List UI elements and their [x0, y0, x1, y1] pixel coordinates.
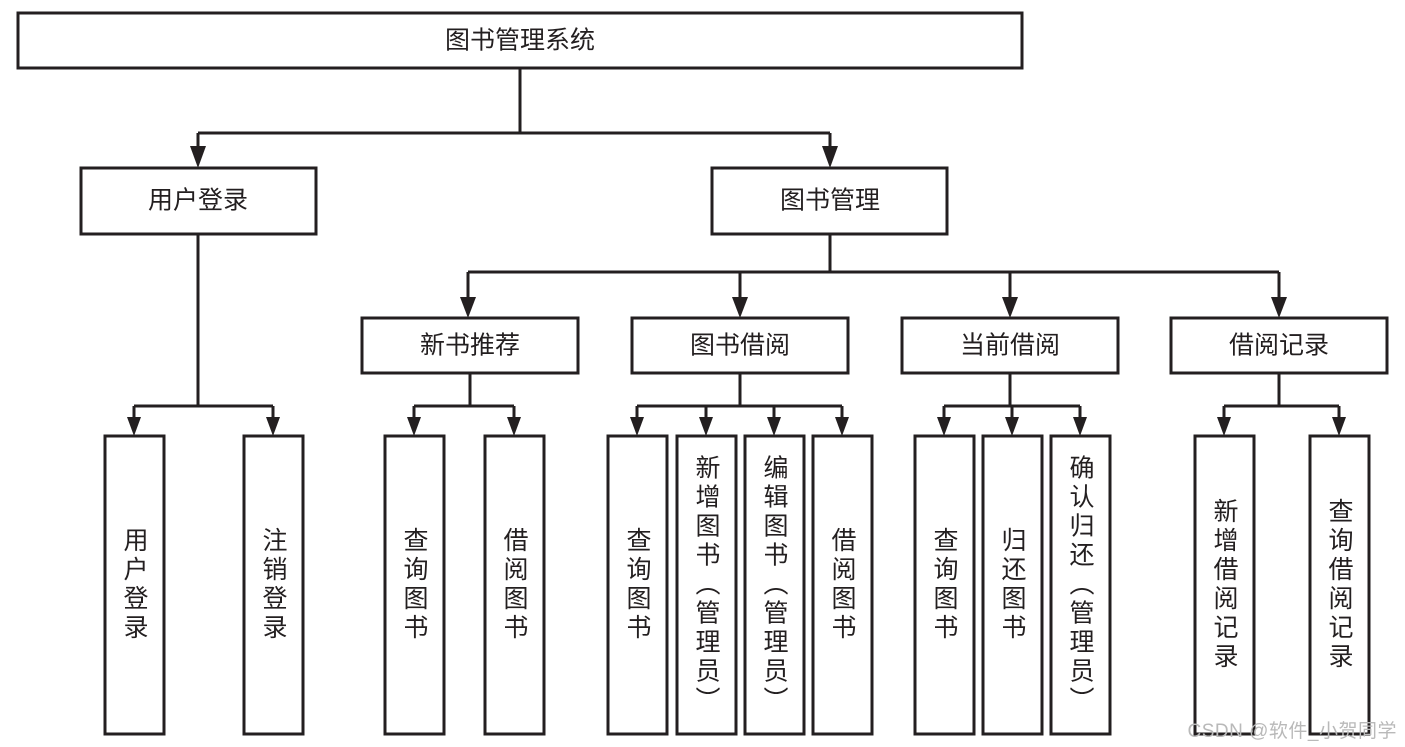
node-leaf-query-record-box[interactable] — [1308, 434, 1371, 736]
node-leaf-query-book-3[interactable]: 查询图书 — [913, 434, 976, 736]
connector-borrow-record-to-leaves — [1217, 373, 1346, 436]
node-leaf-add-book-label: 新增图书（管理员） — [692, 455, 721, 716]
node-leaf-query-book-1-box[interactable] — [383, 434, 446, 736]
arrow-leaf-confirm-return — [1073, 417, 1087, 436]
node-borrow-record-box[interactable] — [1169, 316, 1389, 375]
node-leaf-query-book-1[interactable]: 查询图书 — [383, 434, 446, 736]
node-leaf-add-book[interactable]: 新增图书（管理员） — [675, 434, 738, 736]
arrow-user-login — [190, 146, 206, 168]
connector-user-login-to-leaves — [127, 234, 280, 436]
arrow-leaf-borrow-book-2 — [835, 417, 849, 436]
node-leaf-logout-label: 注销登录 — [259, 527, 288, 643]
node-leaf-edit-book-box[interactable] — [743, 434, 806, 736]
node-leaf-user-login-label: 用户登录 — [120, 527, 149, 643]
arrow-leaf-query-record — [1332, 417, 1346, 436]
node-leaf-query-book-3-box[interactable] — [913, 434, 976, 736]
connector-root-to-level2 — [190, 68, 838, 168]
node-book-borrow-box[interactable] — [630, 316, 850, 375]
node-leaf-return-book-box[interactable] — [981, 434, 1044, 736]
node-user-login-box[interactable] — [79, 166, 318, 236]
node-leaf-add-record-box[interactable] — [1193, 434, 1256, 736]
node-leaf-logout[interactable]: 注销登录 — [242, 434, 305, 736]
arrow-leaf-edit-book — [767, 417, 781, 436]
node-current-borrow-box[interactable] — [900, 316, 1120, 375]
node-leaf-borrow-book-1-label: 借阅图书 — [500, 527, 529, 643]
node-leaf-add-book-box[interactable] — [675, 434, 738, 736]
arrow-book-manage — [822, 146, 838, 168]
node-new-book-rec-label: 新书推荐 — [420, 332, 520, 360]
node-current-borrow[interactable]: 当前借阅 — [900, 316, 1120, 375]
node-book-borrow-label: 图书借阅 — [690, 332, 790, 360]
node-root-label: 图书管理系统 — [445, 27, 595, 55]
node-leaf-borrow-book-2[interactable]: 借阅图书 — [811, 434, 874, 736]
node-leaf-confirm-return-label: 确认归还（管理员） — [1066, 455, 1095, 716]
arrow-leaf-add-book — [699, 417, 713, 436]
node-book-borrow[interactable]: 图书借阅 — [630, 316, 850, 375]
arrow-book-borrow — [732, 297, 748, 318]
connector-new-book-rec-to-leaves — [407, 373, 521, 436]
node-leaf-borrow-book-1-box[interactable] — [483, 434, 546, 736]
node-leaf-borrow-book-2-box[interactable] — [811, 434, 874, 736]
connector-book-borrow-to-leaves — [630, 373, 849, 436]
node-leaf-return-book[interactable]: 归还图书 — [981, 434, 1044, 736]
node-current-borrow-label: 当前借阅 — [960, 332, 1060, 360]
node-borrow-record-label: 借阅记录 — [1229, 332, 1329, 360]
node-leaf-return-book-label: 归还图书 — [998, 527, 1027, 643]
node-leaf-query-book-3-label: 查询图书 — [930, 527, 959, 643]
node-leaf-edit-book[interactable]: 编辑图书（管理员） — [743, 434, 806, 736]
csdn-watermark: CSDN @软件_小贺同学 — [1187, 721, 1397, 742]
node-leaf-query-book-1-label: 查询图书 — [400, 527, 429, 643]
arrow-new-book-rec — [460, 297, 476, 318]
node-user-login[interactable]: 用户登录 — [79, 166, 318, 236]
node-leaf-borrow-book-1[interactable]: 借阅图书 — [483, 434, 546, 736]
node-user-login-label: 用户登录 — [148, 187, 248, 215]
arrow-leaf-query-book-1 — [407, 417, 421, 436]
node-leaf-query-book-2-box[interactable] — [606, 434, 669, 736]
arrow-leaf-borrow-book-1 — [507, 417, 521, 436]
node-leaf-add-record-label: 新增借阅记录 — [1210, 498, 1239, 672]
arrow-leaf-add-record — [1217, 417, 1231, 436]
node-leaf-query-book-2-label: 查询图书 — [623, 527, 652, 643]
arrow-leaf-user-login — [127, 417, 141, 436]
arrow-leaf-logout — [266, 417, 280, 436]
connector-book-manage-to-level3 — [460, 234, 1287, 318]
arrow-leaf-return-book — [1005, 417, 1019, 436]
node-leaf-edit-book-label: 编辑图书（管理员） — [760, 455, 789, 716]
node-new-book-rec[interactable]: 新书推荐 — [360, 316, 580, 375]
node-book-manage[interactable]: 图书管理 — [710, 166, 949, 236]
node-borrow-record[interactable]: 借阅记录 — [1169, 316, 1389, 375]
node-leaf-query-record-label: 查询借阅记录 — [1325, 498, 1354, 672]
node-root-box[interactable] — [16, 11, 1024, 70]
arrow-current-borrow — [1002, 297, 1018, 318]
node-leaf-user-login-box[interactable] — [103, 434, 166, 736]
node-leaf-user-login[interactable]: 用户登录 — [103, 434, 166, 736]
node-leaf-query-record[interactable]: 查询借阅记录 — [1308, 434, 1371, 736]
node-leaf-logout-box[interactable] — [242, 434, 305, 736]
node-new-book-rec-box[interactable] — [360, 316, 580, 375]
arrow-leaf-query-book-3 — [937, 417, 951, 436]
arrow-leaf-query-book-2 — [630, 417, 644, 436]
node-leaf-add-record[interactable]: 新增借阅记录 — [1193, 434, 1256, 736]
node-leaf-query-book-2[interactable]: 查询图书 — [606, 434, 669, 736]
connector-current-borrow-to-leaves — [937, 373, 1087, 436]
node-book-manage-box[interactable] — [710, 166, 949, 236]
node-root[interactable]: 图书管理系统 — [16, 11, 1024, 70]
node-leaf-borrow-book-2-label: 借阅图书 — [828, 527, 857, 643]
node-book-manage-label: 图书管理 — [780, 187, 880, 215]
arrow-borrow-record — [1271, 297, 1287, 318]
node-leaf-confirm-return-box[interactable] — [1049, 434, 1112, 736]
node-leaf-confirm-return[interactable]: 确认归还（管理员） — [1049, 434, 1112, 736]
